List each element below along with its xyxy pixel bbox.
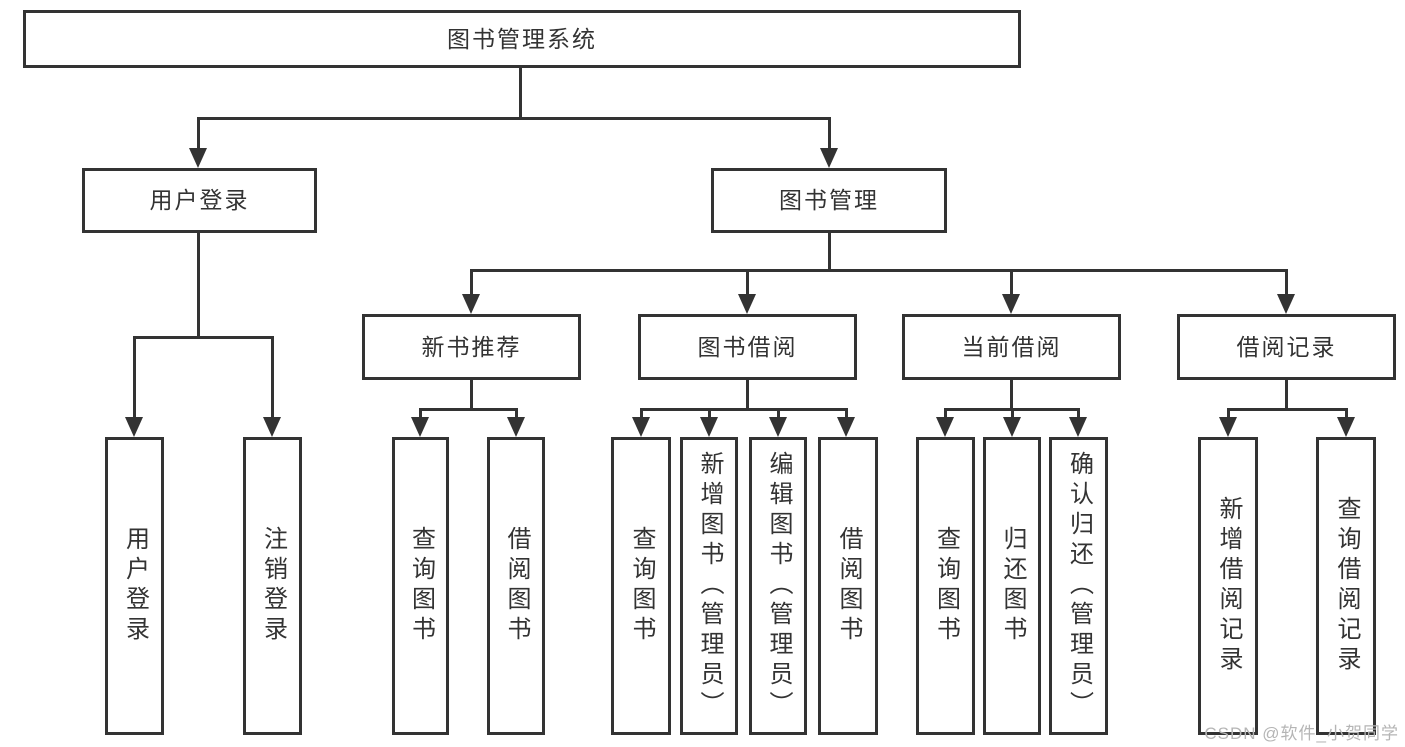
connector-line	[469, 270, 473, 296]
node-label: 借阅图书	[503, 526, 530, 646]
node-label: 查询图书	[932, 526, 960, 646]
leaf-query-books-borrowing: 查询图书	[611, 437, 671, 735]
node-label: 新增图书（管理员）	[696, 451, 723, 721]
node-label: 借阅图书	[835, 526, 862, 646]
connector-line	[1009, 380, 1013, 410]
node-label: 查询借阅记录	[1333, 496, 1360, 676]
node-book-management: 图书管理	[711, 168, 947, 233]
node-label: 归还图书	[999, 526, 1026, 646]
watermark: CSDN @软件_小贺同学	[1204, 724, 1399, 743]
connector-line	[844, 409, 848, 419]
node-current-borrowing: 当前借阅	[902, 314, 1121, 380]
connector-line	[639, 407, 848, 411]
connector-line	[132, 337, 136, 419]
node-label: 新增借阅记录	[1215, 496, 1242, 676]
leaf-add-books-admin: 新增图书（管理员）	[680, 437, 738, 735]
connector-line	[196, 116, 831, 120]
connector-line	[196, 233, 200, 339]
connector-line	[1226, 407, 1348, 411]
leaf-confirm-return-admin: 确认归还（管理员）	[1049, 437, 1108, 735]
leaf-logout: 注销登录	[243, 437, 302, 735]
node-root: 图书管理系统	[23, 10, 1021, 68]
arrow-head-icon	[820, 148, 838, 168]
connector-line	[469, 380, 473, 410]
node-label: 编辑图书（管理员）	[765, 451, 792, 721]
connector-line	[132, 335, 274, 339]
node-label: 图书管理系统	[447, 25, 597, 52]
node-label: 新书推荐	[421, 333, 522, 360]
arrow-head-icon	[700, 417, 718, 437]
node-new-book-recommend: 新书推荐	[362, 314, 581, 380]
arrow-head-icon	[189, 148, 207, 168]
connector-line	[1009, 270, 1013, 296]
connector-line	[1226, 409, 1230, 419]
node-label: 图书管理	[779, 187, 879, 213]
leaf-edit-books-admin: 编辑图书（管理员）	[749, 437, 807, 735]
arrow-head-icon	[1277, 294, 1295, 314]
connector-line	[827, 233, 831, 270]
arrow-head-icon	[837, 417, 855, 437]
node-label: 当前借阅	[961, 333, 1062, 360]
connector-line	[418, 409, 422, 419]
connector-line	[418, 407, 518, 411]
arrow-head-icon	[411, 417, 429, 437]
arrow-head-icon	[1003, 417, 1021, 437]
node-label: 用户登录	[121, 526, 149, 646]
connector-line	[745, 380, 749, 410]
connector-line	[776, 409, 780, 419]
leaf-add-borrow-record: 新增借阅记录	[1198, 437, 1258, 735]
connector-line	[270, 337, 274, 419]
connector-line	[827, 118, 831, 150]
connector-line	[707, 409, 711, 419]
arrow-head-icon	[936, 417, 954, 437]
arrow-head-icon	[263, 417, 281, 437]
arrow-head-icon	[738, 294, 756, 314]
leaf-return-books: 归还图书	[983, 437, 1041, 735]
connector-line	[1076, 409, 1080, 419]
arrow-head-icon	[1069, 417, 1087, 437]
leaf-query-borrow-record: 查询借阅记录	[1316, 437, 1376, 735]
leaf-borrow-books-recommend: 借阅图书	[487, 437, 545, 735]
node-book-borrowing: 图书借阅	[638, 314, 857, 380]
node-label: 确认归还（管理员）	[1065, 451, 1093, 721]
connector-line	[639, 409, 643, 419]
node-label: 注销登录	[259, 526, 287, 646]
arrow-head-icon	[769, 417, 787, 437]
connector-line	[518, 68, 522, 118]
node-label: 图书借阅	[697, 333, 798, 360]
arrow-head-icon	[1219, 417, 1237, 437]
connector-line	[1284, 380, 1288, 410]
node-label: 查询图书	[407, 526, 435, 646]
connector-line	[1284, 270, 1288, 296]
connector-line	[1344, 409, 1348, 419]
leaf-user-login: 用户登录	[105, 437, 164, 735]
arrow-head-icon	[462, 294, 480, 314]
connector-line	[196, 118, 200, 150]
connector-line	[745, 270, 749, 296]
leaf-query-books-recommend: 查询图书	[392, 437, 449, 735]
node-borrowing-records: 借阅记录	[1177, 314, 1396, 380]
arrow-head-icon	[1002, 294, 1020, 314]
connector-line	[1010, 409, 1014, 419]
arrow-head-icon	[125, 417, 143, 437]
arrow-head-icon	[1337, 417, 1355, 437]
connector-line	[943, 409, 947, 419]
connector-line	[514, 409, 518, 419]
arrow-head-icon	[507, 417, 525, 437]
leaf-query-books-current: 查询图书	[916, 437, 975, 735]
node-label: 用户登录	[149, 187, 250, 213]
arrow-head-icon	[632, 417, 650, 437]
node-label: 借阅记录	[1236, 333, 1337, 360]
node-user-login: 用户登录	[82, 168, 317, 233]
node-label: 查询图书	[628, 526, 655, 646]
connector-line	[469, 268, 1288, 272]
leaf-borrow-books-borrowing: 借阅图书	[818, 437, 878, 735]
